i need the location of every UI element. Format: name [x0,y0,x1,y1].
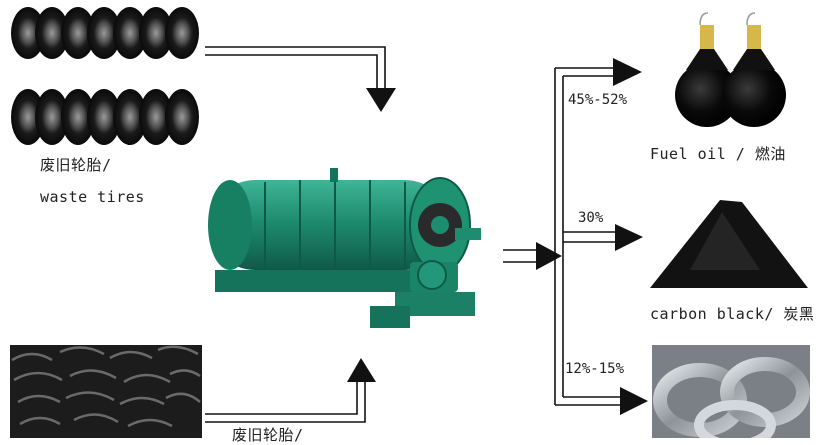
arrow-to-fuel-oil [613,58,642,86]
arrow-tires-to-machine [205,46,396,112]
tire-row-1 [11,7,199,59]
bottom-tires-label-cn: 废旧轮胎/ [232,426,304,444]
output-branch-lines [554,58,648,415]
carbon-black-label: carbon black/ 炭黑 [650,305,815,323]
arrow-pile-to-machine [205,358,376,423]
fuel-oil-label: Fuel oil / 燃油 [650,145,786,163]
steel-wire-image [652,345,810,438]
tire-row-2 [11,89,199,145]
arrow-to-carbon-black [615,224,643,251]
carbon-black-image [650,200,808,288]
arrow-machine-to-products [503,242,562,270]
waste-tires-pile-image [10,345,202,438]
steel-wire-percent: 12%-15% [565,361,625,377]
fuel-oil-flasks-image [675,12,786,127]
fuel-oil-percent: 45%-52% [568,92,628,108]
arrow-to-steel-wire [620,387,648,415]
carbon-black-percent: 30% [578,210,604,226]
waste-tires-label-en: waste tires [40,188,145,206]
waste-tires-label-cn: 废旧轮胎/ [40,156,112,174]
pyrolysis-reactor-machine [208,168,481,328]
waste-tires-image-top [11,7,199,145]
